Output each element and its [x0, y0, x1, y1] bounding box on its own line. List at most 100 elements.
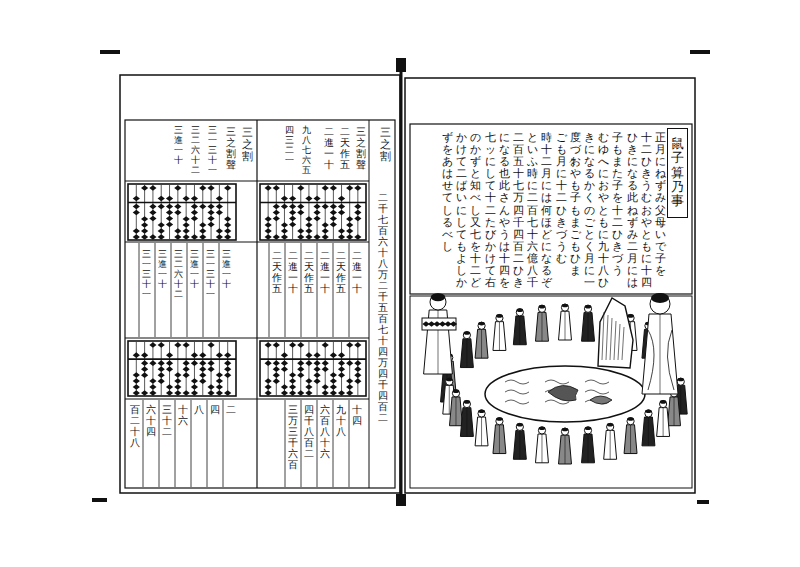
abacus-bead: [158, 342, 165, 348]
abacus-bead: [265, 185, 272, 191]
abacus-bead: [338, 210, 345, 216]
rock-shape: [598, 298, 633, 368]
text-slot: 三一三十一: [142, 250, 151, 299]
abacus-bead: [133, 372, 140, 378]
wave-line: [545, 380, 569, 384]
abacus-bead: [273, 234, 280, 240]
abacus-bead: [216, 384, 223, 390]
table-text: 百二十八: [130, 404, 140, 448]
abacus-bead: [289, 204, 296, 210]
ring-person: [559, 304, 572, 340]
robe-shape: [513, 430, 526, 459]
abacus-bead: [289, 196, 296, 202]
table-text: 三之割聲: [226, 126, 236, 170]
wave-line: [505, 400, 529, 404]
head-shape: [677, 378, 684, 385]
robe-shape: [642, 417, 655, 446]
abacus-bead: [216, 234, 223, 240]
abacus-bead: [265, 378, 272, 384]
abacus-bead: [141, 234, 148, 240]
abacus-bead: [207, 366, 214, 372]
abacus-bead: [346, 390, 353, 396]
abacus-bead: [273, 216, 280, 222]
text-slot: 六百八十六: [320, 404, 330, 459]
abacus-bead: [133, 196, 140, 202]
abacus-bead: [224, 185, 231, 191]
grid-line: [333, 400, 334, 487]
abacus-bead: [149, 378, 156, 384]
abacus-bead: [305, 352, 312, 358]
abacus-bead: [149, 360, 156, 366]
body-text-column: 十二ひきうむおやともに十四: [641, 131, 652, 288]
abacus-bead: [338, 196, 345, 202]
abacus-bead: [141, 372, 148, 378]
text-slot: 三之割: [380, 126, 391, 162]
hair-shape: [496, 314, 502, 318]
abacus-bead: [338, 234, 345, 240]
table-text: 三之割聲: [356, 126, 366, 170]
grid-line: [187, 243, 188, 337]
robe-shape: [642, 314, 678, 394]
abacus-bead: [216, 372, 223, 378]
abacus-bead: [199, 378, 206, 384]
abacus-bead: [273, 372, 280, 378]
abacus-bead: [273, 342, 280, 348]
abacus-bead: [216, 204, 223, 210]
robe-line: [660, 314, 661, 394]
abacus-bead: [346, 384, 353, 390]
head-shape: [627, 418, 634, 425]
head-shape: [584, 427, 591, 434]
abacus-bead: [199, 234, 206, 240]
abacus-bead: [305, 234, 312, 240]
text-slot: 三二六十二: [191, 126, 200, 175]
abacus-bead: [191, 352, 198, 358]
ring-person: [475, 322, 488, 358]
hair-shape: [496, 417, 502, 421]
column-divider: [369, 120, 370, 488]
abacus-bead: [330, 210, 337, 216]
robe-line: [499, 322, 500, 351]
abacus-bead: [133, 204, 140, 210]
head-shape: [430, 294, 446, 310]
abacus-bead: [305, 196, 312, 202]
abacus-bead: [265, 228, 272, 234]
wave-line: [585, 390, 609, 394]
abacus-bead: [330, 390, 337, 396]
grid-line: [203, 243, 204, 337]
table-text: 六百八十六: [320, 404, 330, 459]
abacus-bead: [330, 378, 337, 384]
abacus-bead: [273, 378, 280, 384]
abacus-bead: [305, 222, 312, 228]
abacus-bead: [289, 378, 296, 384]
abacus-bead: [330, 222, 337, 228]
text-slot: 三進一十: [174, 126, 183, 166]
abacus-bead: [297, 185, 304, 191]
hair-shape: [585, 305, 591, 309]
ring-person: [513, 423, 526, 459]
abacus-bead: [224, 390, 231, 396]
robe-line: [588, 434, 589, 463]
hair-shape: [607, 423, 613, 427]
abacus-bead: [265, 384, 272, 390]
abacus-bead: [149, 342, 156, 348]
fish-figure: [590, 396, 612, 404]
head-shape: [478, 410, 485, 417]
abacus-bead: [141, 366, 148, 372]
abacus-bead: [166, 384, 173, 390]
robe-line: [541, 434, 542, 463]
robe-line: [610, 430, 611, 459]
abacus-bead: [313, 366, 320, 372]
hair-shape: [585, 426, 591, 430]
text-slot: 四千八百二: [304, 404, 314, 459]
robe-line: [481, 417, 482, 446]
abacus-bead: [166, 360, 173, 366]
abacus-bead: [265, 360, 272, 366]
abacus-bead: [133, 210, 140, 216]
table-text: 二進一十: [324, 126, 334, 170]
table-text: 二天作五: [304, 250, 314, 294]
table-text: 三之割: [380, 126, 391, 162]
text-slot: 八: [194, 404, 204, 415]
head-shape: [463, 400, 470, 407]
robe-shape: [582, 312, 595, 341]
